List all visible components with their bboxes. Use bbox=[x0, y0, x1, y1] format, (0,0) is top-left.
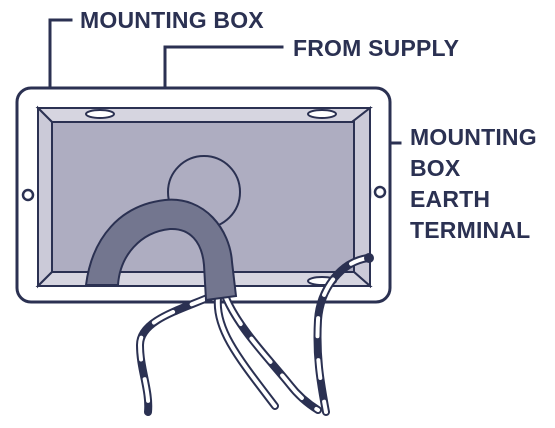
mounting-box-label: MOUNTING BOX bbox=[80, 7, 264, 33]
lug-top-left bbox=[85, 109, 115, 119]
supply-cable-sleeve bbox=[84, 198, 238, 302]
earth-terminal-icon bbox=[364, 253, 374, 263]
earth-terminal-label-line-1: MOUNTING bbox=[410, 124, 537, 150]
wire-1-outline bbox=[135, 292, 216, 416]
from-supply-label: FROM SUPPLY bbox=[293, 35, 460, 61]
inner-left-wall bbox=[37, 105, 53, 289]
wires bbox=[135, 254, 372, 416]
wire-3-core bbox=[224, 296, 320, 412]
lug-top-right bbox=[307, 109, 337, 119]
wire-2-core bbox=[215, 296, 277, 408]
left-fixing-hole bbox=[21, 188, 35, 202]
earth-terminal-label-line-4: TERMINAL bbox=[410, 217, 531, 243]
earth-terminal-label-line-2: BOX bbox=[410, 155, 461, 181]
earth-terminal-label: MOUNTING BOX EARTH TERMINAL bbox=[410, 122, 537, 246]
right-fixing-hole bbox=[373, 185, 387, 199]
leader-mounting-box bbox=[48, 18, 73, 104]
earth-wire-core bbox=[315, 256, 370, 414]
wire-1-core bbox=[137, 294, 214, 414]
earth-terminal-label-line-3: EARTH bbox=[410, 186, 491, 212]
